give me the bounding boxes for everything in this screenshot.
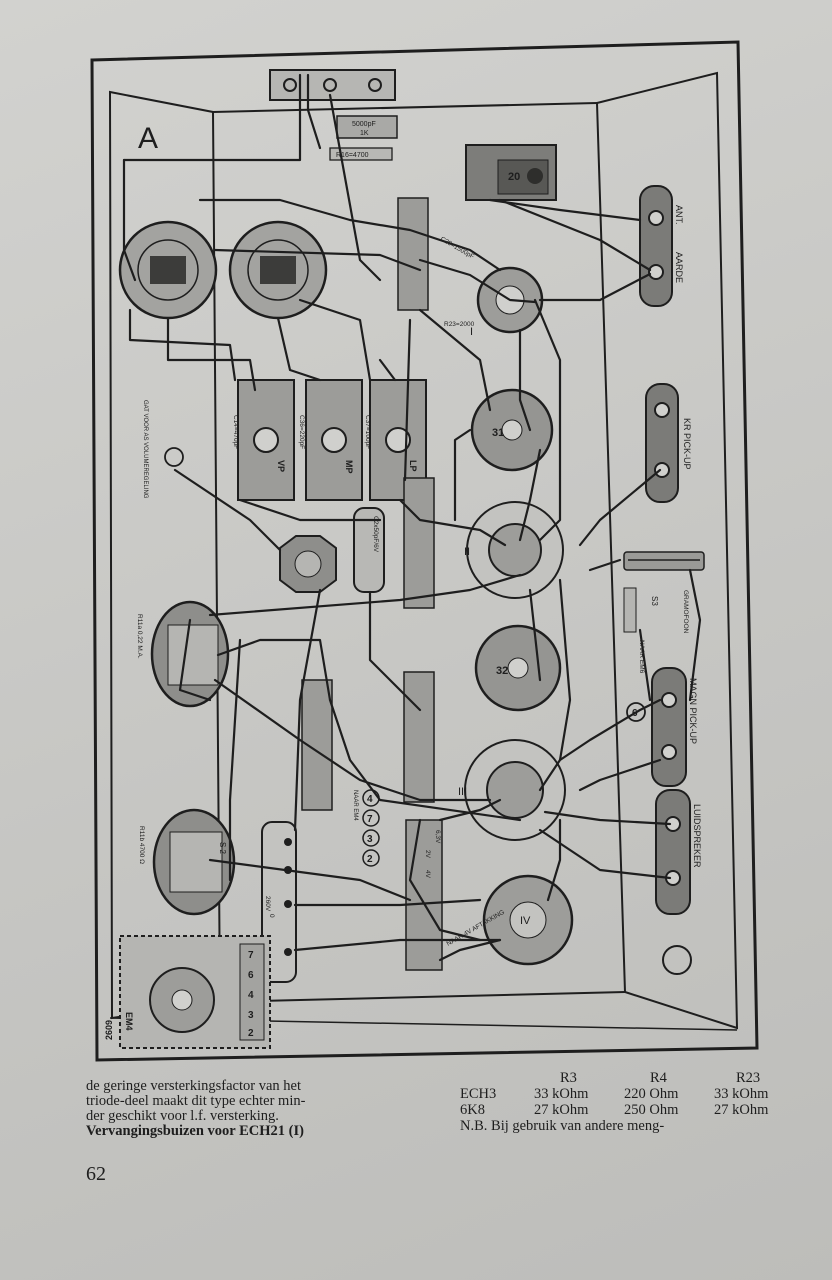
terminal-magn-pickup: MAGN PICK-UP [651,667,698,787]
svg-text:S 2: S 2 [218,842,227,855]
svg-text:32: 32 [496,665,508,677]
gramophone-switch: S3 GRAMOFOON NAAR EM6 6 [623,551,705,722]
svg-text:C36=220pF: C36=220pF [298,415,305,449]
paragraph-line: de geringe versterkingsfactor van het [86,1078,301,1094]
svg-text:GRAMOFOON: GRAMOFOON [682,590,689,634]
top-connector [269,69,396,101]
svg-text:1K: 1K [360,130,369,137]
svg-text:4V: 4V [424,870,431,879]
svg-text:C29=1500pF: C29=1500pF [439,236,475,261]
coil-cans: VP C14=470pF MP C36=220pF LP C37=100pF [232,379,427,501]
capacitor-5000pf: 5000pF 1K [336,115,398,139]
svg-text:GAT VOOR AS VOLUMEREGELING: GAT VOOR AS VOLUMEREGELING [142,400,148,499]
volume-hole [164,447,184,467]
paragraph-line: der geschikt voor l.f. versterking. [86,1108,279,1124]
table-header-row: R3 R4 R23 [460,1070,790,1086]
svg-text:3: 3 [367,834,373,845]
wave-switch-left [118,220,218,320]
terminal-ant-aarde: ANT. AARDE [639,185,684,307]
table-header: R23 [736,1070,761,1086]
svg-text:20: 20 [508,171,520,183]
table-row: 6K8 27 kOhm 250 Ohm 27 kOhm [460,1102,769,1118]
svg-text:I: I [470,326,473,338]
svg-text:NAAR EM4: NAAR EM4 [352,790,358,821]
svg-text:IV: IV [520,915,531,927]
label-ant: ANT. [674,205,684,225]
svg-text:MP: MP [344,460,354,474]
svg-text:260V: 260V [264,896,271,912]
svg-text:R16=4700: R16=4700 [336,152,369,159]
svg-text:C2x50pF/6V: C2x50pF/6V [372,516,379,553]
svg-text:R23=2000: R23=2000 [444,321,475,328]
resistor-strips [301,197,443,971]
svg-text:C37=100pF: C37=100pF [364,415,371,449]
potentiometer-bottom: R11b 4700 Ω S 2 [138,808,236,916]
electrolytic-can [279,535,337,593]
svg-text:MAGN PICK-UP: MAGN PICK-UP [688,678,698,744]
svg-text:R11b 4700 Ω: R11b 4700 Ω [138,826,145,864]
terminal-luidspreker: LUIDSPREKER [655,789,702,915]
svg-text:6,3V: 6,3V [434,830,441,844]
svg-text:KR PICK-UP: KR PICK-UP [682,418,692,470]
em4-connections: 4 7 3 2 NAAR EM4 [352,789,380,867]
section-heading: Vervangingsbuizen voor ECH21 (I) [86,1123,304,1139]
tube-2: II [464,501,564,599]
svg-text:III: III [458,786,467,798]
svg-text:C14=470pF: C14=470pF [232,415,239,449]
paragraph: de geringe versterkingsfactor van het tr… [86,1079,416,1139]
tube-3: III [458,739,566,841]
svg-text:LP: LP [408,460,418,472]
table-note: N.B. Bij gebruik van andere meng- [460,1118,665,1134]
svg-text:0: 0 [268,914,275,918]
svg-text:2609: 2609 [104,1020,114,1040]
svg-text:4: 4 [367,794,373,805]
svg-text:II: II [464,546,470,558]
tube-32: 32 [474,624,562,712]
table-header: R4 [650,1070,667,1086]
svg-text:EM4: EM4 [124,1012,134,1031]
table-header: R3 [560,1070,577,1086]
svg-text:7: 7 [367,814,373,825]
table-row: ECH3 33 kOhm 220 Ohm 33 kOhm [460,1086,769,1102]
mounting-hole [662,945,692,975]
svg-text:R11a 0,22 M.A.: R11a 0,22 M.A. [136,614,143,659]
svg-text:S3: S3 [650,596,659,606]
svg-text:2: 2 [248,1028,254,1039]
svg-text:VP: VP [276,460,286,472]
svg-text:NAAR EM6: NAAR EM6 [638,640,645,674]
svg-text:6: 6 [248,970,254,981]
tube-1: I [470,266,544,338]
svg-text:7: 7 [248,950,254,961]
svg-text:3: 3 [248,1010,254,1021]
svg-text:2: 2 [367,854,373,865]
page-number: 62 [86,1163,106,1185]
em4-inset: 7 6 4 3 2 EM4 2609 [104,935,271,1049]
svg-text:LUIDSPREKER: LUIDSPREKER [692,804,702,868]
svg-text:2V: 2V [424,850,431,859]
paragraph-line: triode-deel maakt dit type echter min- [86,1093,306,1109]
svg-text:31: 31 [492,427,504,439]
svg-text:4: 4 [248,990,254,1001]
svg-text:5000pF: 5000pF [352,121,376,128]
wave-switch-right [228,220,328,320]
potentiometer-top: R11a 0,22 M.A. [136,600,230,708]
panel-letter: A [138,122,158,155]
wiring-diagram: A 5000pF 1K R16=4700 20 ANT. AARDE KR PI… [90,40,759,1062]
terminal-kr-pickup: KR PICK-UP [645,383,692,503]
trimmer-20: 20 [465,144,557,201]
tube-31: 31 [470,388,554,472]
tube-4: IV [482,874,574,966]
wiring [122,73,702,962]
resistor-4700: R16=4700 [329,147,393,161]
label-aarde: AARDE [674,252,684,283]
